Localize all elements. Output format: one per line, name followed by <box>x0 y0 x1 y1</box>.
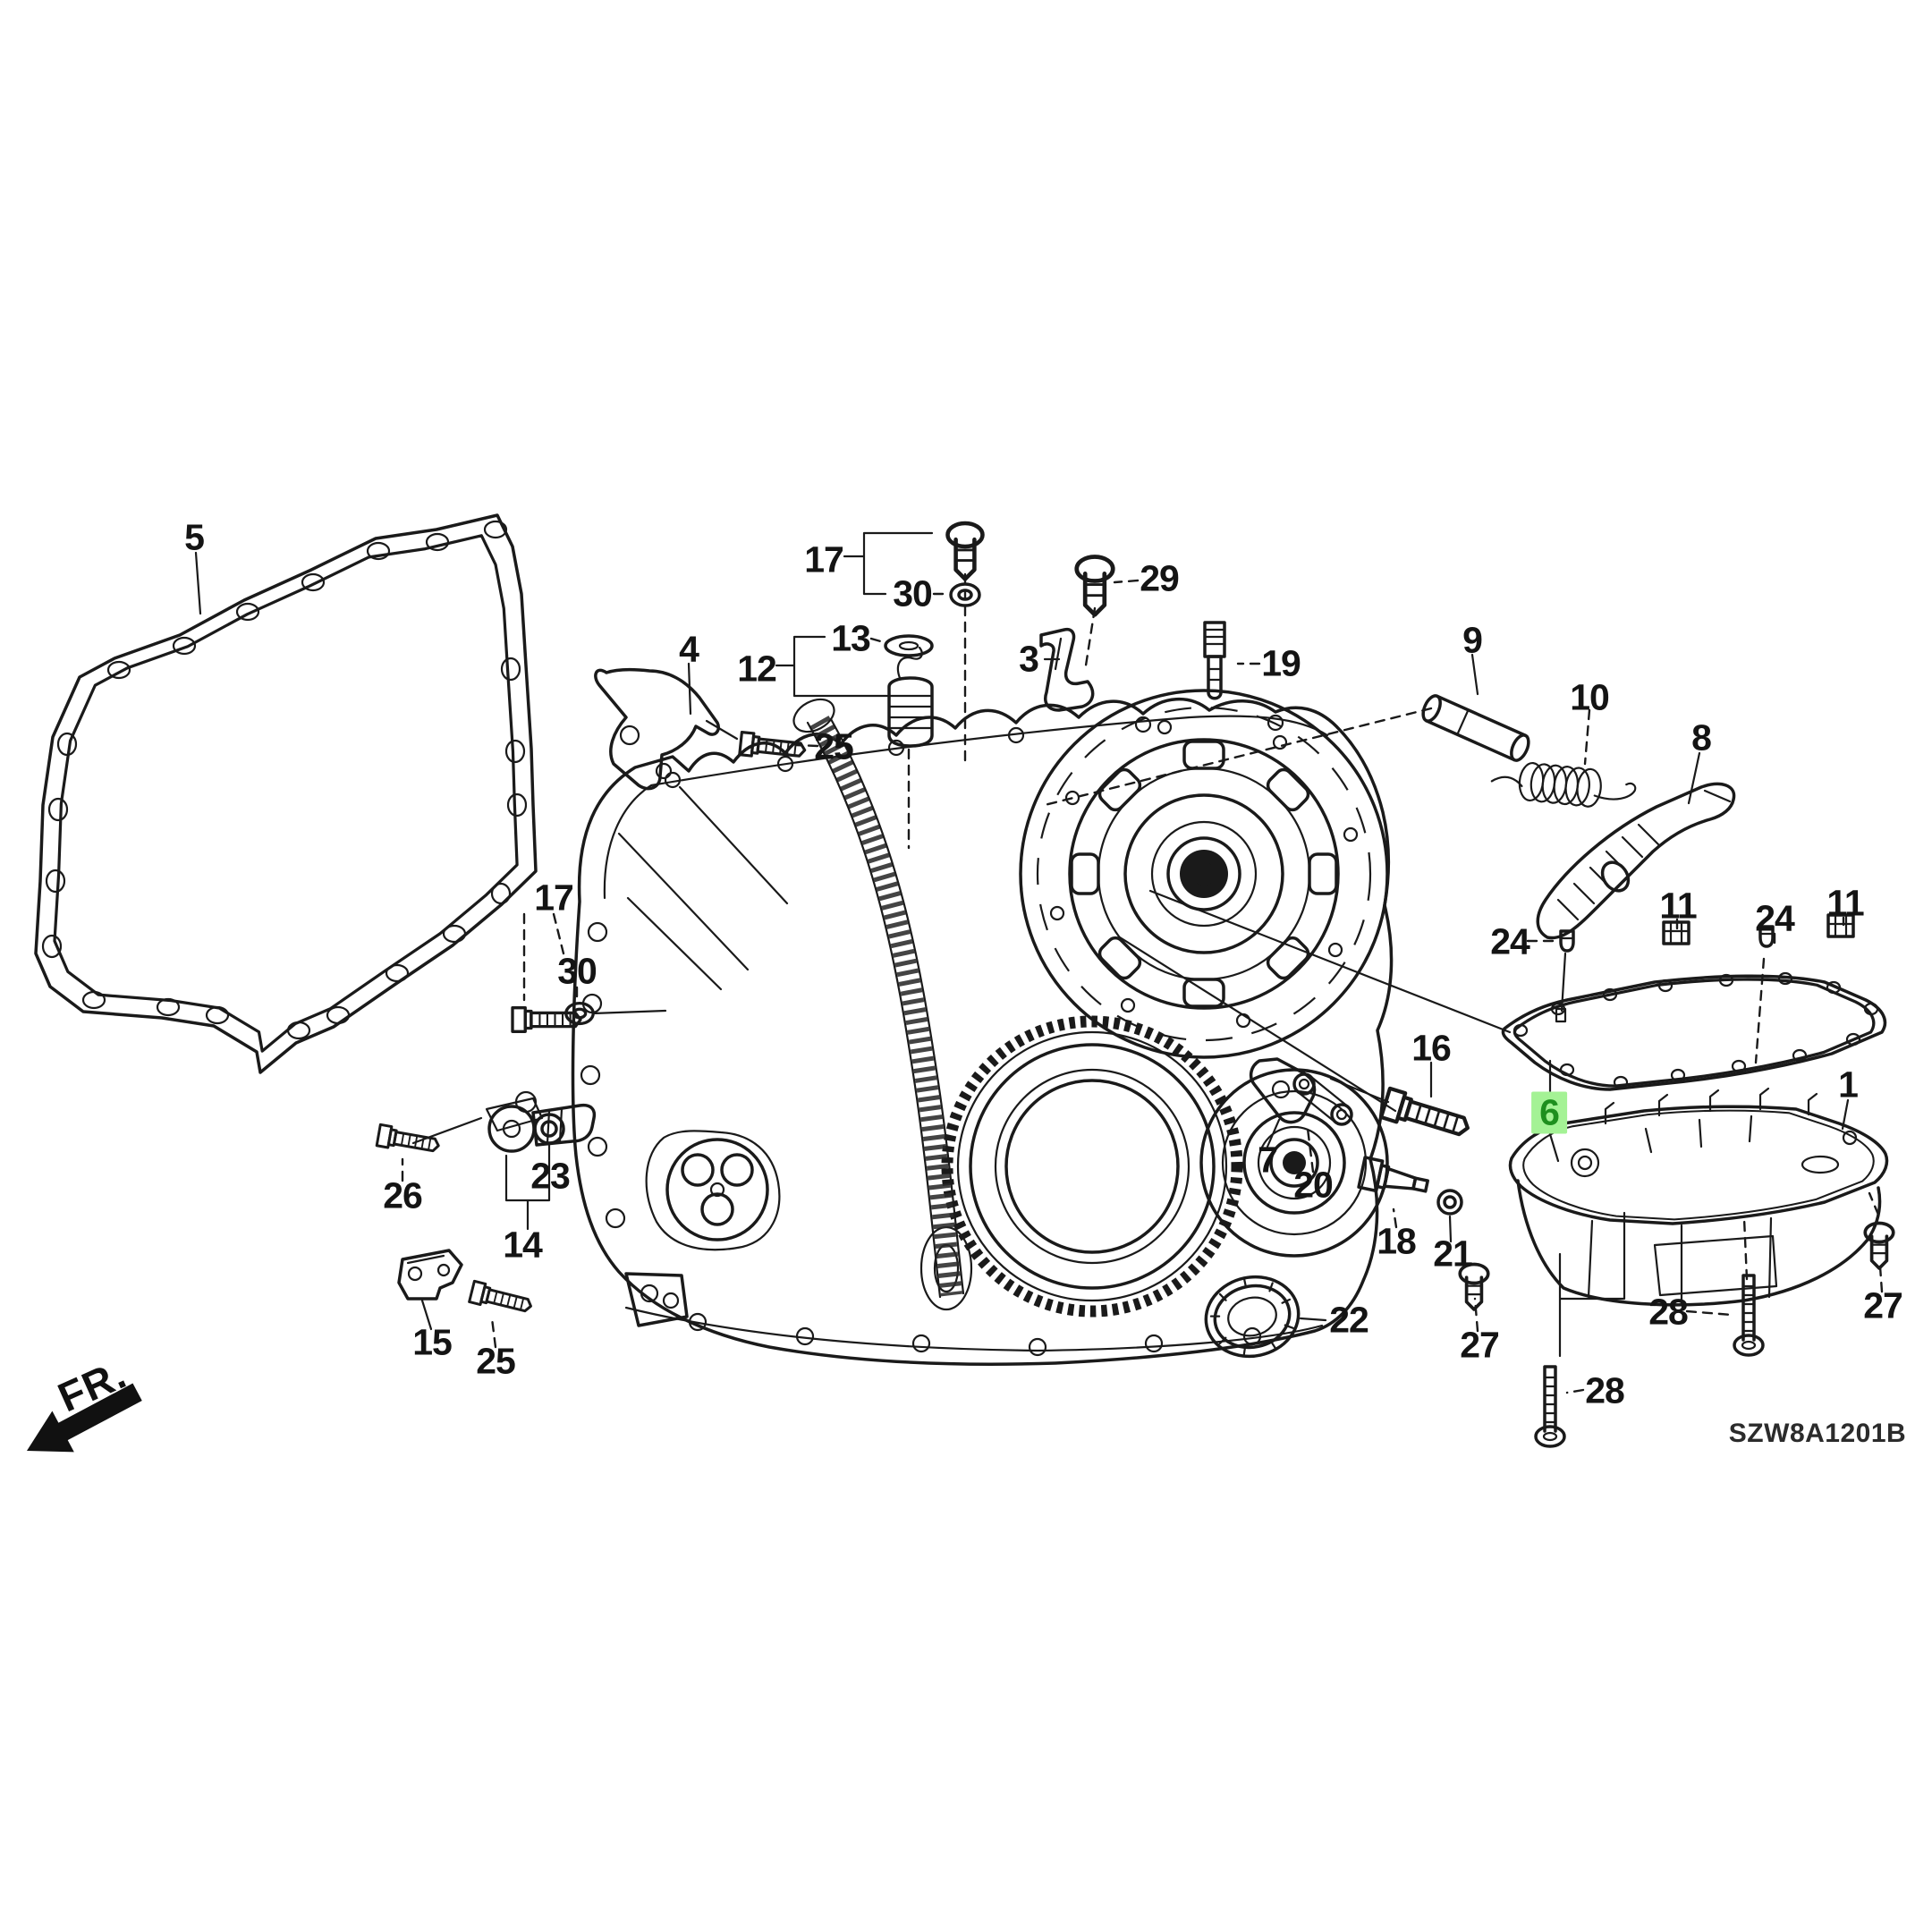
callout-7[interactable]: 7 <box>1258 1139 1278 1181</box>
callout-5[interactable]: 5 <box>184 516 205 558</box>
bolt-17-top <box>948 523 983 579</box>
callout-8[interactable]: 8 <box>1691 716 1712 758</box>
callout-19[interactable]: 19 <box>1261 642 1301 684</box>
callout-23[interactable]: 23 <box>530 1155 571 1197</box>
converter-hub <box>1199 1068 1389 1258</box>
side-cover-gasket <box>34 513 538 1074</box>
callout-28-right[interactable]: 28 <box>1648 1291 1689 1333</box>
bolt-25-lower <box>468 1279 535 1318</box>
callout-27-left[interactable]: 27 <box>1460 1324 1500 1366</box>
callout-29[interactable]: 29 <box>1140 557 1180 599</box>
callout-26[interactable]: 26 <box>383 1174 423 1216</box>
callout-13[interactable]: 13 <box>831 617 871 659</box>
washer-21 <box>1436 1189 1463 1216</box>
callout-30-left[interactable]: 30 <box>557 950 597 992</box>
sensor-14 <box>485 1090 597 1153</box>
pin-19 <box>1203 621 1226 700</box>
callout-30-top[interactable]: 30 <box>893 572 933 614</box>
callout-25-lower[interactable]: 25 <box>476 1340 516 1382</box>
callout-27-right[interactable]: 27 <box>1863 1284 1903 1326</box>
detent-arm-8 <box>1536 782 1736 940</box>
roller-9 <box>1421 694 1530 762</box>
oil-seal-22 <box>1204 1275 1301 1359</box>
bracket-4 <box>594 667 720 791</box>
callout-6-highlighted[interactable]: 6 <box>1531 1091 1567 1134</box>
callout-11-left[interactable]: 11 <box>1659 885 1697 927</box>
callout-24-left[interactable]: 24 <box>1490 920 1530 962</box>
callout-15[interactable]: 15 <box>412 1321 453 1363</box>
front-direction-arrow <box>27 1383 142 1453</box>
callout-20[interactable]: 20 <box>1293 1164 1334 1206</box>
callout-11-right[interactable]: 11 <box>1826 882 1864 924</box>
bracket-7 <box>1249 1057 1317 1124</box>
leader-lines <box>194 531 1884 1394</box>
bracket-15 <box>397 1249 463 1301</box>
bracket-3 <box>1039 627 1095 712</box>
callout-16[interactable]: 16 <box>1411 1027 1452 1069</box>
callout-12[interactable]: 12 <box>737 648 777 690</box>
drain-plug-18 <box>1357 1156 1429 1193</box>
bolt-27-right <box>1863 1221 1895 1270</box>
strainer-12 <box>887 646 934 748</box>
callout-1[interactable]: 1 <box>1838 1063 1859 1106</box>
callout-24-upper[interactable]: 24 <box>1755 897 1795 939</box>
diagram-code: SZW8A1201B <box>1728 1419 1907 1448</box>
callout-4[interactable]: 4 <box>679 628 699 670</box>
callout-17-left[interactable]: 17 <box>534 877 574 919</box>
callout-3[interactable]: 3 <box>1019 638 1039 680</box>
pan-rim-studs <box>1604 1087 1818 1125</box>
callout-28-bottom[interactable]: 28 <box>1585 1369 1625 1411</box>
drive-chain <box>792 698 965 1299</box>
oil-pump-boss <box>645 1130 781 1251</box>
oil-pan-gasket <box>1501 971 1887 1091</box>
transmission-case <box>571 689 1394 1366</box>
gasket-bolt-holes <box>41 520 528 1040</box>
callout-25-upper[interactable]: 25 <box>814 725 854 767</box>
callout-17-top[interactable]: 17 <box>804 538 844 580</box>
bolt-16 <box>1381 1089 1472 1142</box>
spring-10 <box>1490 761 1637 808</box>
torque-converter <box>941 1015 1389 1318</box>
washer-13 <box>884 634 934 657</box>
o-ring-23 <box>533 1113 565 1145</box>
drive-plate <box>1019 689 1389 1059</box>
bolt-29 <box>1077 557 1114 615</box>
callout-14[interactable]: 14 <box>503 1224 543 1266</box>
callout-10[interactable]: 10 <box>1570 676 1610 718</box>
callout-9[interactable]: 9 <box>1462 619 1483 661</box>
bolt-28-bottom <box>1534 1365 1566 1448</box>
callout-21[interactable]: 21 <box>1433 1233 1473 1275</box>
callout-22[interactable]: 22 <box>1329 1299 1369 1341</box>
hardware-parts <box>375 523 1895 1448</box>
bolt-26 <box>375 1123 442 1158</box>
callout-18[interactable]: 18 <box>1377 1220 1417 1262</box>
